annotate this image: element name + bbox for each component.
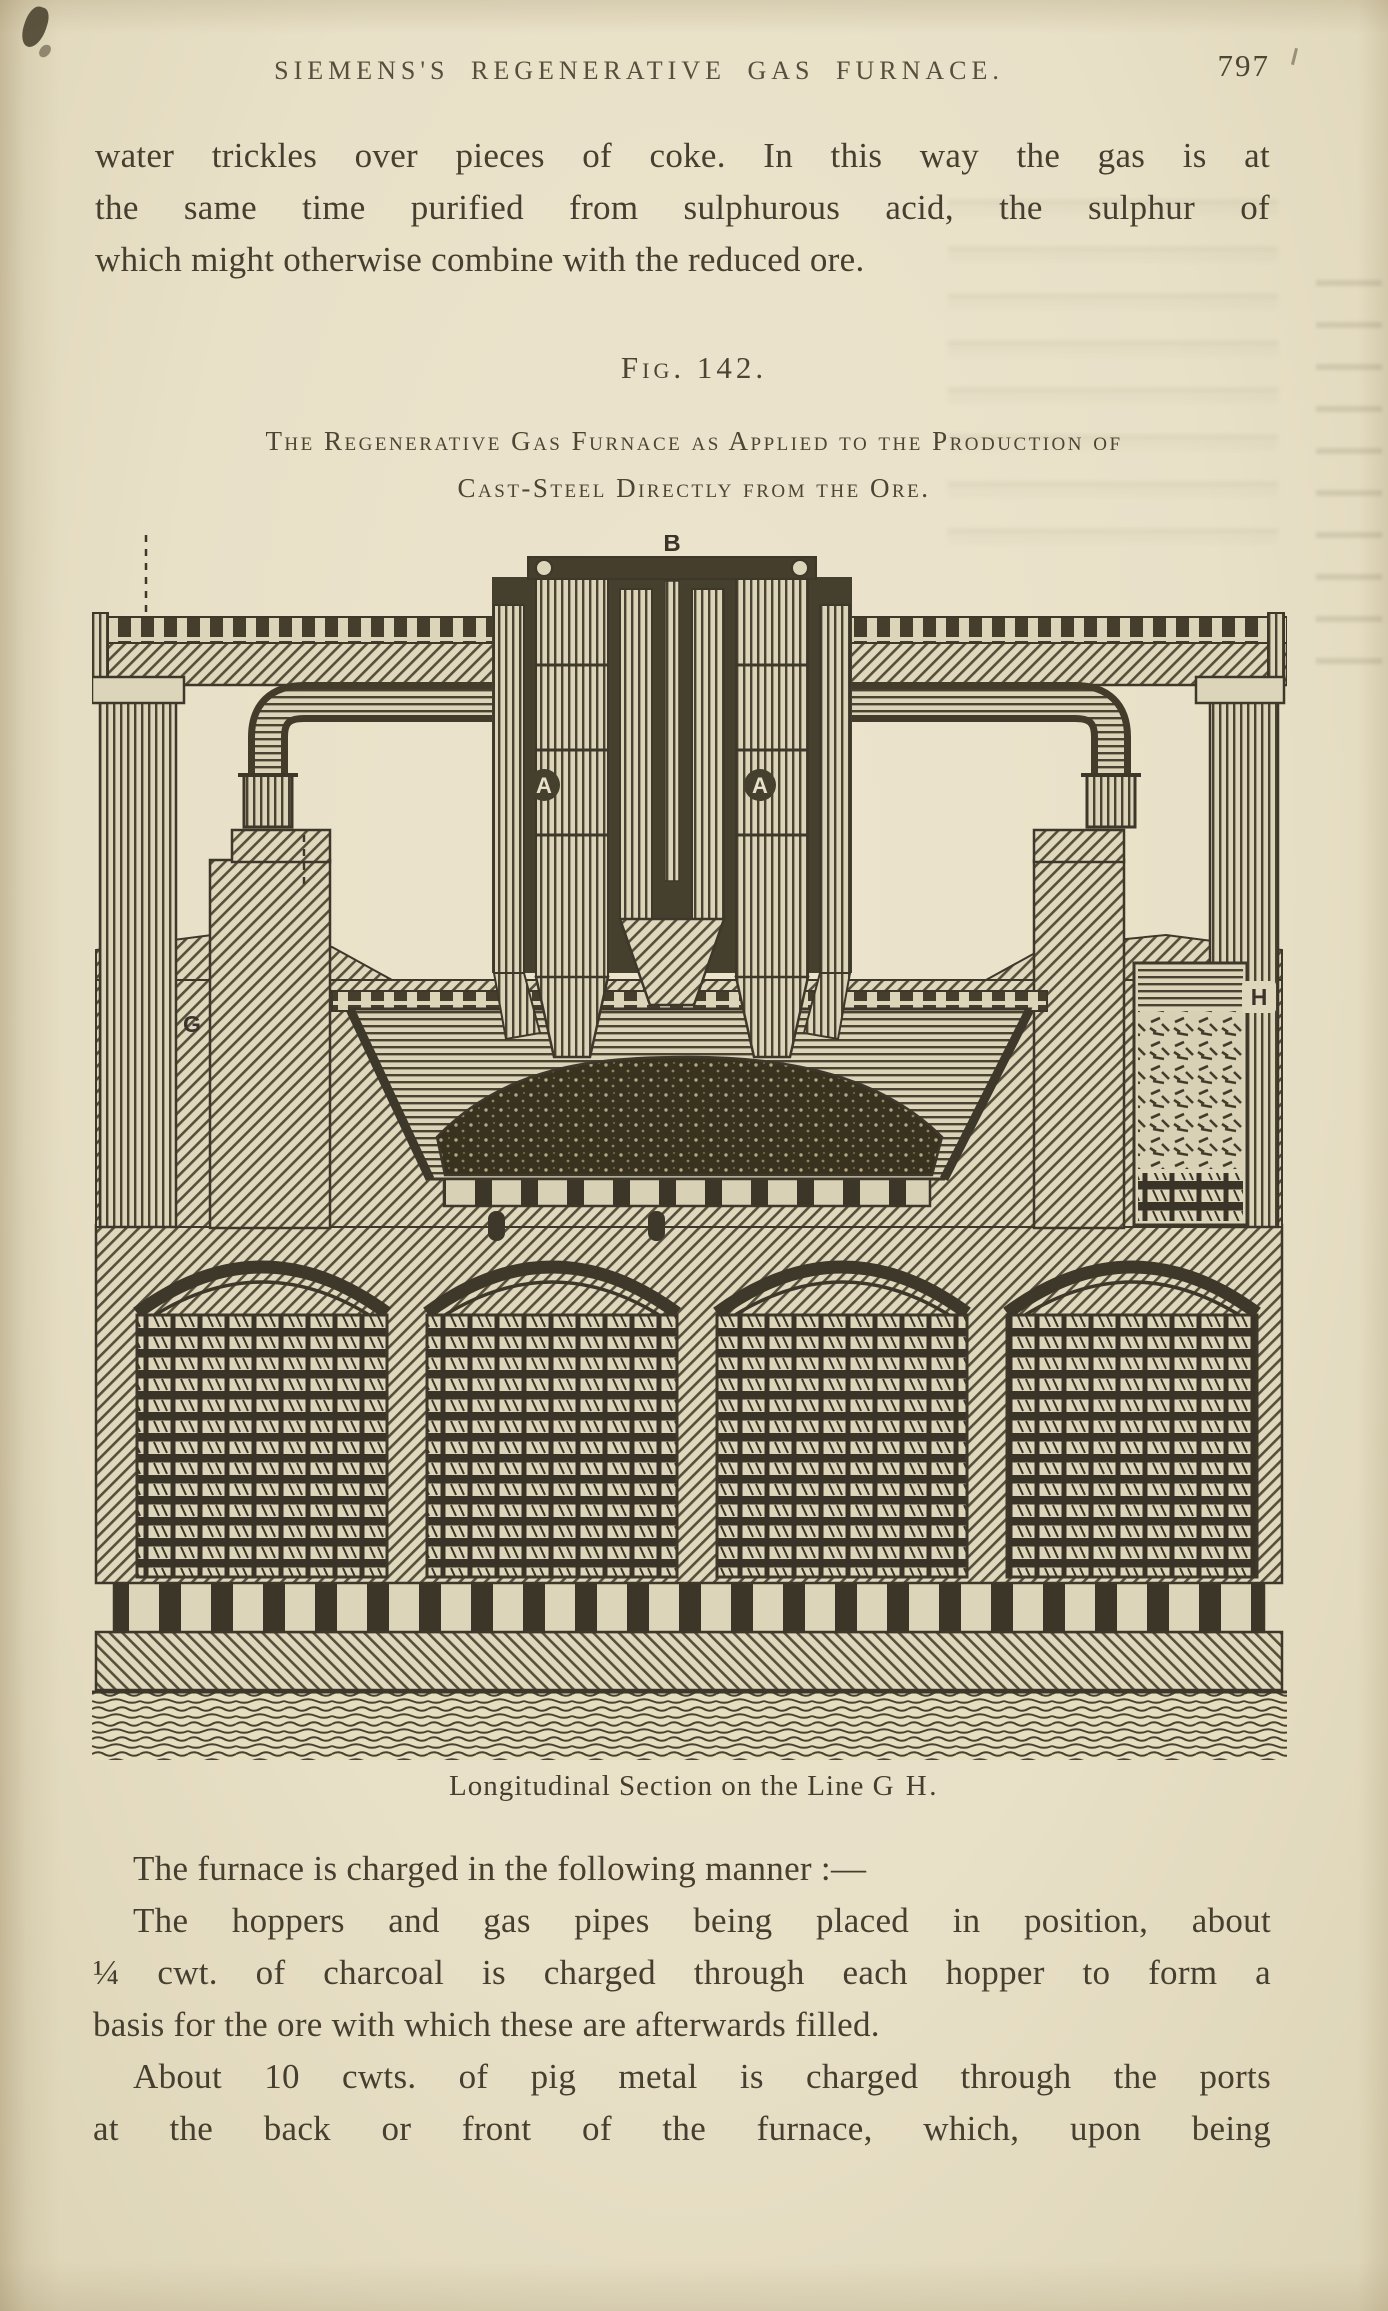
page-number: 797: [1217, 48, 1270, 83]
figure-title: The Regenerative Gas Furnace as Applied …: [120, 418, 1268, 512]
regenerator-chamber: [425, 1313, 679, 1579]
text-line: The furnace is charged in the following …: [133, 1849, 867, 1888]
inner-walls: [208, 828, 1126, 1230]
ore-charge: [435, 1055, 944, 1177]
text-line: ¼ cwt. of charcoal is charged through ea…: [93, 1953, 1271, 1992]
figure-caption: Longitudinal Section on the Line G H.: [0, 1770, 1388, 1803]
label-a-right: A: [752, 773, 768, 798]
scan-mark: [1290, 47, 1299, 66]
label-b: B: [663, 535, 680, 557]
top-platform: [92, 612, 1287, 690]
figure-number: Fig. 142.: [620, 350, 768, 385]
bleed-through-margin: [1316, 280, 1382, 700]
scan-speck-small: [36, 42, 54, 60]
furnace-engraving: B A A G H: [92, 535, 1287, 1760]
regenerator-arches: [133, 1260, 1261, 1329]
label-g: G: [183, 1011, 201, 1037]
regenerator-chamber: [135, 1313, 389, 1579]
text-line: at the back or front of the furnace, whi…: [93, 2109, 1271, 2148]
running-header: SIEMENS'S REGENERATIVE GAS FURNACE.: [274, 56, 1004, 85]
intro-paragraph: water trickles over pieces of coke. In t…: [95, 130, 1270, 286]
text-line: water trickles over pieces of coke. In t…: [95, 136, 1270, 175]
gas-pipes: [238, 682, 1141, 829]
figure-title-line: Cast-Steel Directly from the Ore.: [457, 473, 931, 503]
support-posts-row: [112, 1579, 1266, 1634]
label-backing: [1242, 981, 1276, 1013]
ground-hatching: [92, 1690, 1287, 1760]
foundation-slab: [94, 1630, 1284, 1692]
text-line: the same time purified from sulphurous a…: [95, 188, 1270, 227]
label-a-left: A: [536, 773, 552, 798]
text-line: About 10 cwts. of pig metal is charged t…: [133, 2057, 1271, 2096]
text-line: which might otherwise combine with the r…: [95, 240, 865, 279]
figure-caption-line-ref: G H.: [872, 1770, 939, 1802]
regenerator-chamber: [715, 1313, 969, 1579]
regenerator-chambers: [135, 1313, 1259, 1579]
label-h: H: [1251, 984, 1268, 1010]
hopper-stack: [492, 556, 852, 1059]
reference-dashes: [144, 535, 306, 891]
side-chamber: [1132, 961, 1249, 1227]
figure-title-line: The Regenerative Gas Furnace as Applied …: [265, 426, 1123, 456]
text-line: basis for the ore with which these are a…: [93, 2005, 880, 2044]
body-paragraphs: The furnace is charged in the following …: [93, 1843, 1271, 2155]
figure-caption-text: Longitudinal Section on the Line: [448, 1770, 865, 1802]
text-line: The hoppers and gas pipes being placed i…: [133, 1901, 1271, 1940]
regenerator-chamber: [1005, 1313, 1259, 1579]
